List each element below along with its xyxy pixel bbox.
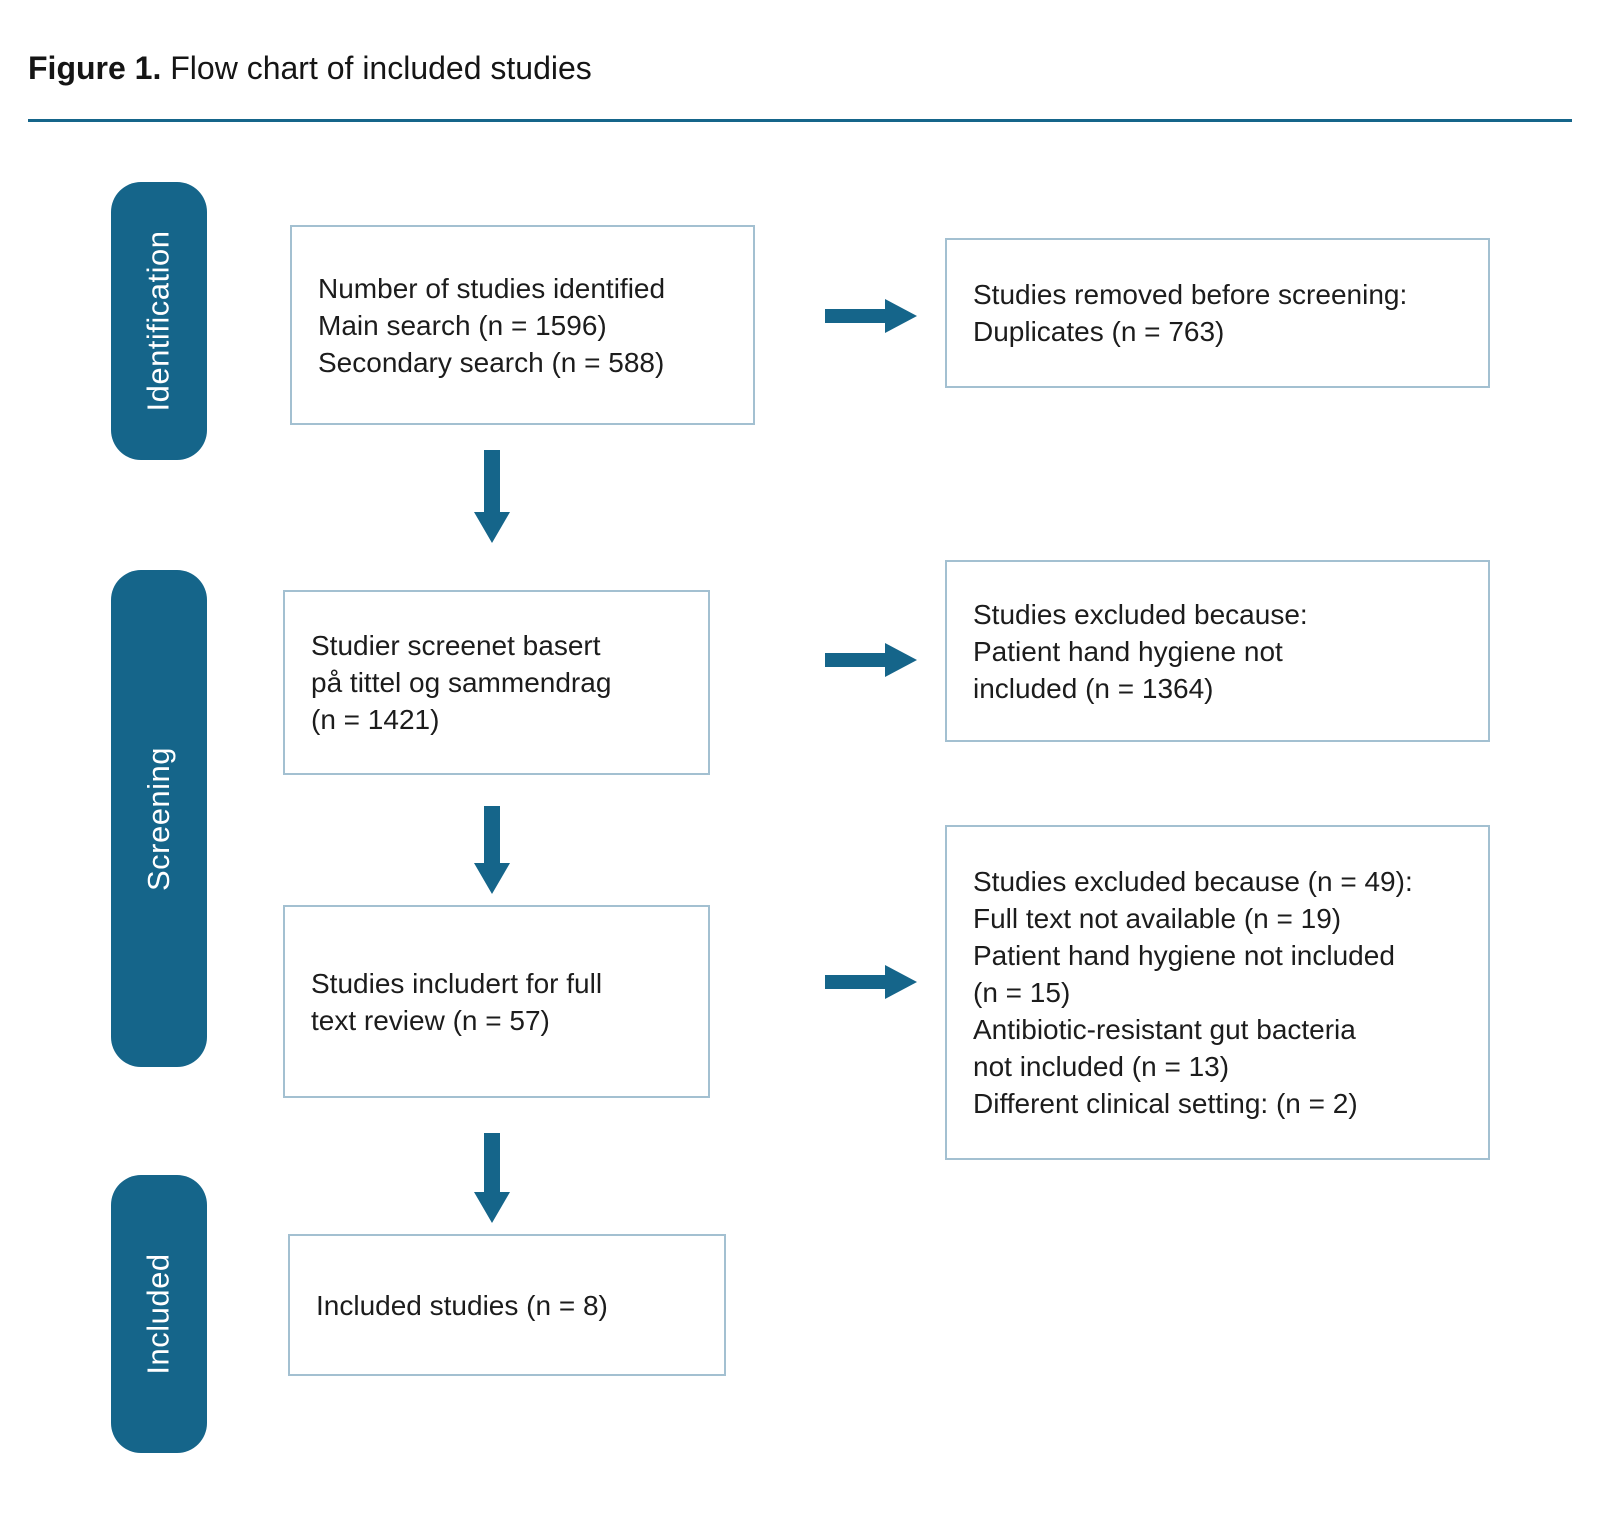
arrow-shaft <box>484 450 500 514</box>
arrow-shaft <box>484 806 500 866</box>
box-studies-identified: Number of studies identified Main search… <box>290 225 755 425</box>
figure-title: Figure 1. Flow chart of included studies <box>28 48 592 88</box>
arrow-shaft <box>825 975 887 989</box>
stage-pill-identification: Identification <box>111 182 207 460</box>
arrow-head <box>885 299 917 333</box>
arrow-shaft <box>825 653 887 667</box>
box-excluded-after-fulltext: Studies excluded because (n = 49): Full … <box>945 825 1490 1160</box>
arrow-shaft <box>484 1133 500 1194</box>
stage-label-screening: Screening <box>141 746 176 891</box>
figure-number-label: Figure 1. <box>28 50 162 86</box>
title-divider <box>28 119 1572 122</box>
arrow-head <box>885 965 917 999</box>
box-included-studies: Included studies (n = 8) <box>288 1234 726 1376</box>
arrow-right-icon <box>825 643 917 677</box>
stage-label-included: Included <box>141 1253 176 1375</box>
arrow-head <box>885 643 917 677</box>
arrow-head <box>474 863 510 894</box>
arrow-down-icon <box>474 806 510 894</box>
arrow-down-icon <box>474 1133 510 1223</box>
box-fulltext-review: Studies includert for full text review (… <box>283 905 710 1098</box>
arrow-right-icon <box>825 965 917 999</box>
stage-pill-included: Included <box>111 1175 207 1453</box>
figure-title-text: Flow chart of included studies <box>161 50 592 86</box>
arrow-down-icon <box>474 450 510 543</box>
stage-label-identification: Identification <box>141 230 176 412</box>
box-excluded-after-screening: Studies excluded because: Patient hand h… <box>945 560 1490 742</box>
arrow-right-icon <box>825 299 917 333</box>
arrow-head <box>474 512 510 543</box>
arrow-head <box>474 1192 510 1223</box>
stage-pill-screening: Screening <box>111 570 207 1067</box>
arrow-shaft <box>825 309 887 323</box>
box-studies-screened: Studier screenet basert på tittel og sam… <box>283 590 710 775</box>
box-studies-removed: Studies removed before screening: Duplic… <box>945 238 1490 388</box>
